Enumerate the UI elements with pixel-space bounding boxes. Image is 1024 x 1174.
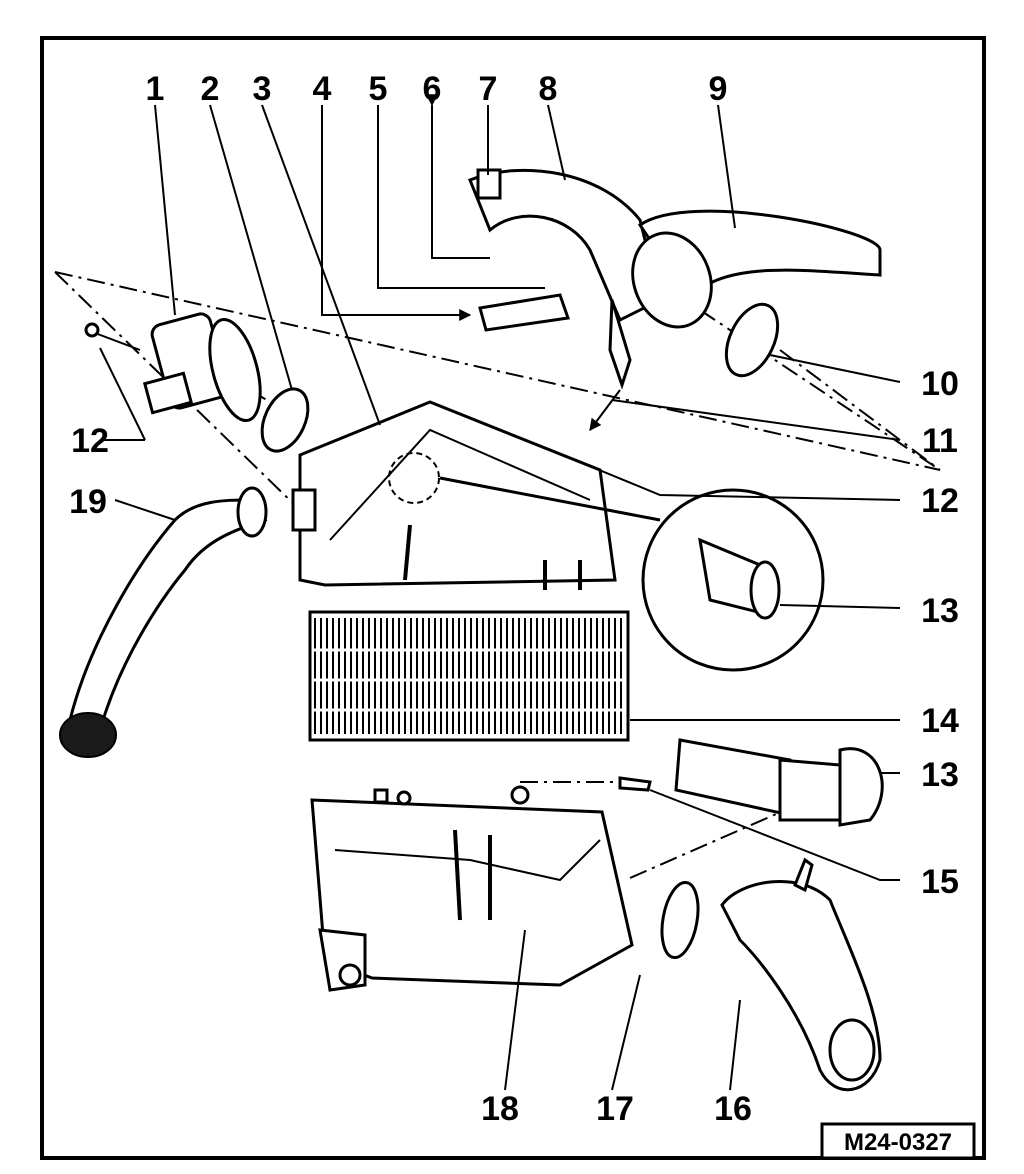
- callout-17: 17: [596, 1090, 634, 1128]
- part-gasket: [660, 880, 700, 960]
- part-air-duct: [720, 857, 882, 1092]
- callout-3: 3: [253, 70, 272, 108]
- reference-code-box: M24-0327: [820, 1122, 976, 1160]
- callout-8: 8: [539, 70, 558, 108]
- part-lower-housing: [310, 785, 634, 992]
- callout-10: 10: [921, 365, 959, 403]
- part-filter-element: [308, 610, 630, 742]
- callout-18: 18: [481, 1090, 519, 1128]
- callout-6: 6: [423, 70, 442, 108]
- leader-lines: [99, 94, 901, 1091]
- callout-16: 16: [714, 1090, 752, 1128]
- callout-numbers: 1 2 3 4 5 6 7 8 9 10 11 12 12 13 13 14 1…: [69, 70, 959, 1128]
- callout-4: 4: [313, 70, 332, 108]
- part-seal-ring: [260, 387, 310, 453]
- part-screw: [618, 776, 652, 792]
- callout-11: 11: [922, 422, 958, 460]
- part-hose-clamp: [724, 302, 780, 378]
- callout-14: 14: [921, 702, 959, 740]
- callout-19: 19: [69, 483, 107, 521]
- callout-1: 1: [146, 70, 165, 108]
- reference-code: M24-0327: [844, 1129, 952, 1156]
- part-small-pipe: [478, 293, 571, 332]
- callout-5: 5: [369, 70, 388, 108]
- part-upper-housing: [291, 400, 617, 590]
- callout-9: 9: [709, 70, 728, 108]
- part-intake-hose: [468, 168, 882, 390]
- callout-13-lower: 13: [921, 756, 959, 794]
- callout-13-upper: 13: [921, 592, 959, 630]
- part-intake-duct: [674, 738, 884, 827]
- part-corrugated-hose: [59, 486, 268, 758]
- part-detail-inset: [439, 476, 825, 672]
- part-air-mass-meter: [84, 312, 262, 423]
- callout-7: 7: [479, 70, 498, 108]
- callout-12-left: 12: [71, 422, 109, 460]
- callout-12-right: 12: [921, 482, 959, 520]
- callout-2: 2: [201, 70, 220, 108]
- callout-15: 15: [921, 863, 959, 901]
